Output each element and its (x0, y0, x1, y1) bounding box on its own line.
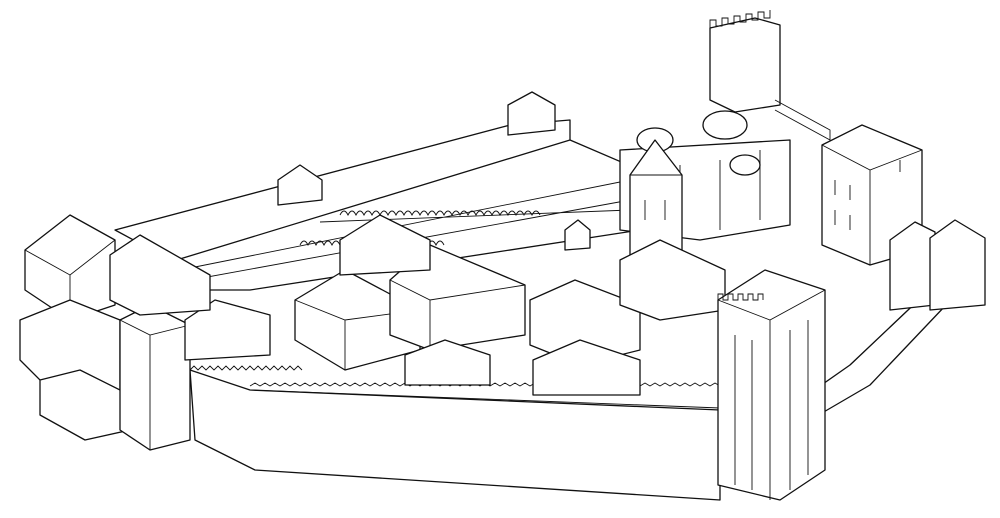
east-houses (889, 219, 986, 311)
courtyard-buildings (294, 214, 726, 396)
back-houses (277, 91, 556, 206)
west-buildings (19, 214, 271, 451)
north-tower (709, 10, 831, 141)
front-tower (717, 269, 826, 501)
bell-tower (629, 139, 683, 276)
